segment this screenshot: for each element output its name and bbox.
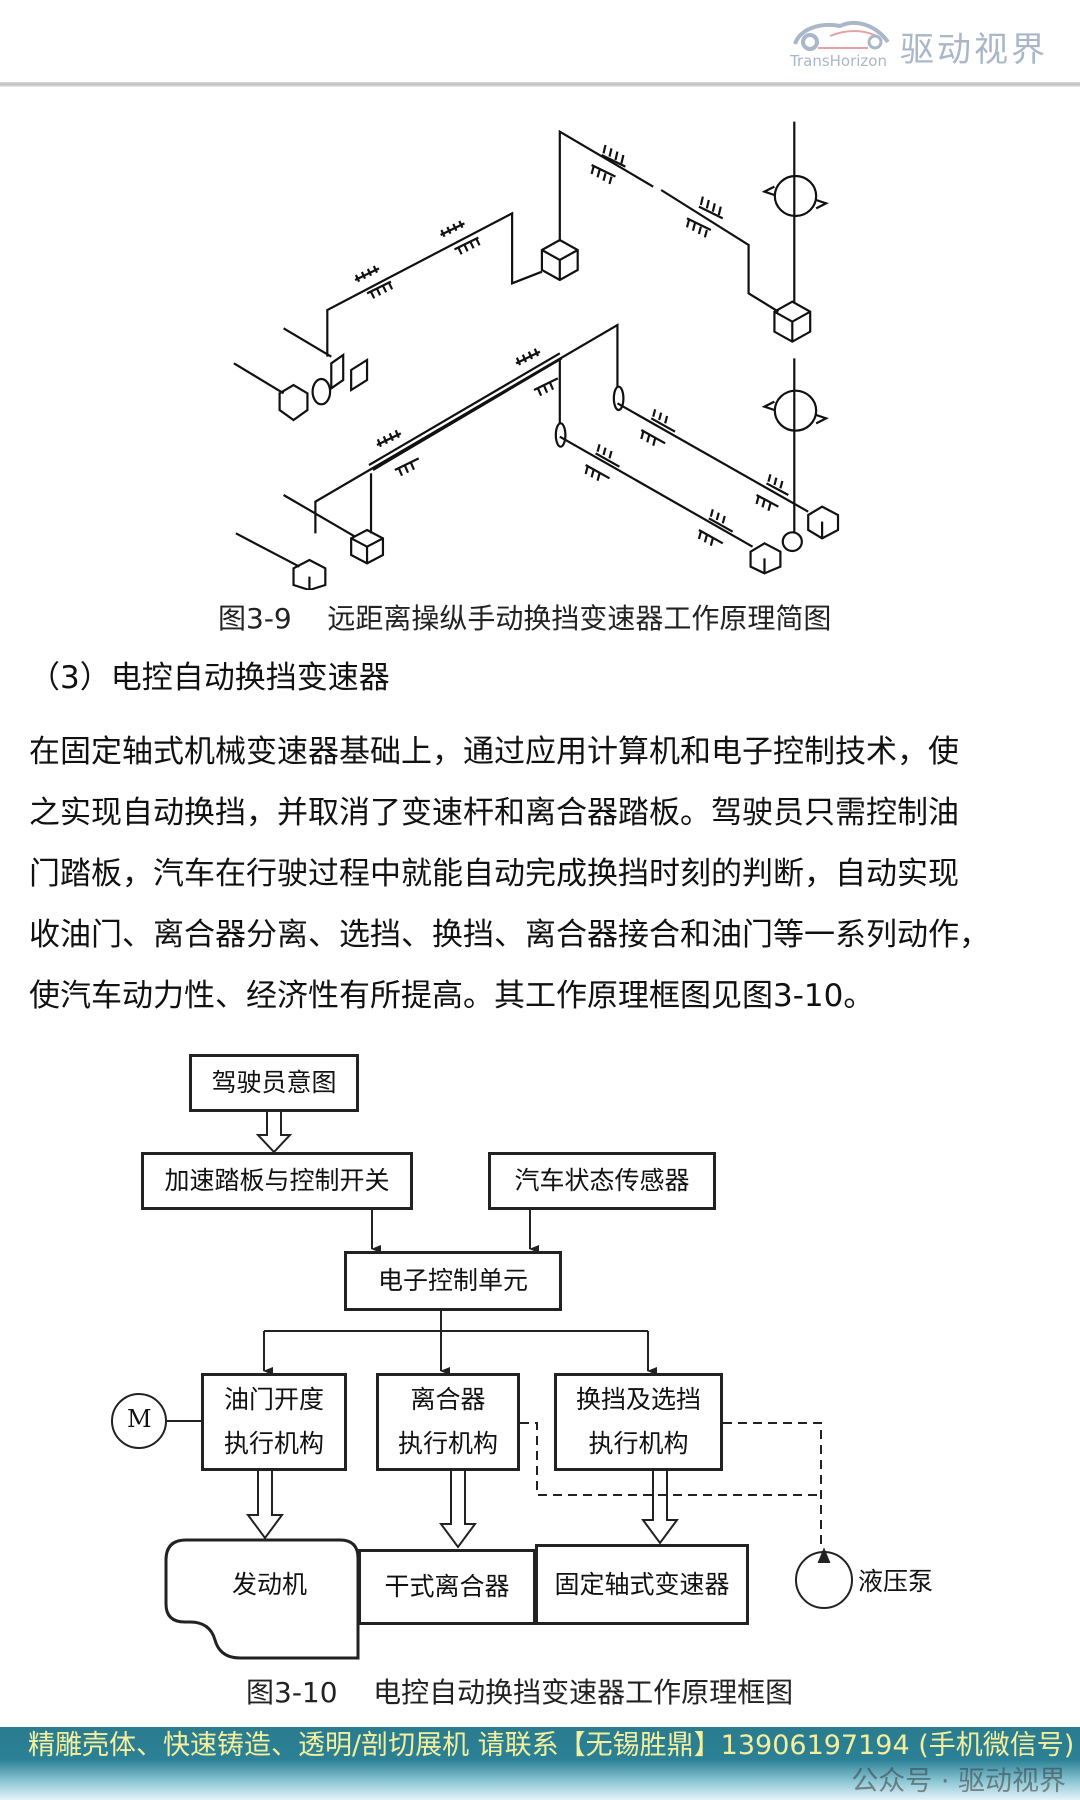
lower-joint-circle xyxy=(775,391,816,431)
logo-cn-text: 驱动视界 xyxy=(900,30,1048,70)
box-accel-pedal-switch: 加速踏板与控制开关 xyxy=(141,1152,413,1210)
box-ecu: 电子控制单元 xyxy=(344,1251,562,1311)
box-clutch-actuator: 离合器 执行机构 xyxy=(376,1373,520,1471)
motor-circle xyxy=(111,1393,167,1449)
paragraph-line: 之实现自动换挡，并取消了变速杆和离合器踏板。驾驶员只需控制油 xyxy=(29,795,959,831)
logo-en-text: TransHorizon xyxy=(790,52,887,70)
paragraph-line: 使汽车动力性、经济性有所提高。其工作原理框图见图3-10。 xyxy=(29,978,875,1014)
footer-ad-text: 精雕壳体、快速铸造、透明/剖切展机 请联系【无锡胜鼎】13906197194 (… xyxy=(28,1730,1075,1761)
engine-outline xyxy=(164,1538,360,1660)
car-logo-icon xyxy=(793,21,890,51)
box-line: 执行机构 xyxy=(223,1429,324,1458)
box-vehicle-state-sensor: 汽车状态传感器 xyxy=(488,1152,716,1210)
header: TransHorizon 驱动视界 xyxy=(0,0,1080,87)
body-paragraph: 在固定轴式机械变速器基础上，通过应用计算机和电子控制技术，使 之实现自动换挡，并… xyxy=(29,722,1069,1027)
hollow-arrow-shift-to-gearbox xyxy=(641,1471,679,1545)
figure-3-10-connectors xyxy=(111,1111,853,1660)
hollow-arrow-clutch-actuator-to-clutch xyxy=(439,1471,477,1549)
box-dry-clutch: 干式离合器 xyxy=(358,1549,536,1625)
box-shift-actuator: 换挡及选挡 执行机构 xyxy=(554,1373,723,1471)
box-line: 换挡及选挡 xyxy=(575,1385,701,1414)
box-driver-intent: 驾驶员意图 xyxy=(189,1054,359,1112)
figure-3-10-caption: 图3-10 电控自动换挡变速器工作原理框图 xyxy=(246,1676,794,1709)
upper-right-rod xyxy=(661,190,778,312)
paragraph-line: 门踏板，汽车在行驶过程中就能自动完成换挡时刻的判断，自动实现 xyxy=(29,856,959,892)
box-line: 执行机构 xyxy=(588,1429,689,1458)
hydraulic-dashed-line xyxy=(520,1422,822,1550)
lower-shaft xyxy=(315,325,617,533)
upper-joint-circle xyxy=(775,176,816,216)
hollow-arrow-intent-to-pedal xyxy=(255,1111,293,1154)
box-line: 执行机构 xyxy=(397,1429,498,1458)
box-line: 离合器 xyxy=(410,1385,486,1414)
figure-3-9-caption: 图3-9 远距离操纵手动换挡变速器工作原理简图 xyxy=(218,602,832,635)
box-line: 油门开度 xyxy=(223,1385,324,1414)
logo: TransHorizon 驱动视界 xyxy=(790,14,1070,74)
engine-label: 发动机 xyxy=(232,1570,308,1599)
footer-watermark: 公众号 · 驱动视界 xyxy=(851,1766,1066,1797)
pump-label: 液压泵 xyxy=(858,1567,934,1596)
header-divider xyxy=(0,82,1080,87)
bearing-symbols xyxy=(355,145,826,546)
paragraph-line: 收油门、离合器分离、选挡、换挡、离合器接合和油门等一系列动作， xyxy=(29,917,990,953)
paragraph-line: 在固定轴式机械变速器基础上，通过应用计算机和电子控制技术，使 xyxy=(29,734,959,770)
box-throttle-actuator: 油门开度 执行机构 xyxy=(201,1373,347,1471)
joint-cubes xyxy=(280,240,838,590)
footer-banner: 精雕壳体、快速铸造、透明/剖切展机 请联系【无锡胜鼎】13906197194 (… xyxy=(0,1727,1080,1800)
upper-shaft xyxy=(327,213,542,356)
figure-3-9-diagram xyxy=(220,90,840,590)
upper-shift-rod xyxy=(560,132,653,242)
box-fixed-axis-gearbox: 固定轴式变速器 xyxy=(535,1544,749,1625)
hollow-arrow-throttle-to-engine xyxy=(246,1471,284,1540)
section-heading: （3）电控自动换挡变速器 xyxy=(29,660,390,696)
motor-label: M xyxy=(127,1405,152,1433)
